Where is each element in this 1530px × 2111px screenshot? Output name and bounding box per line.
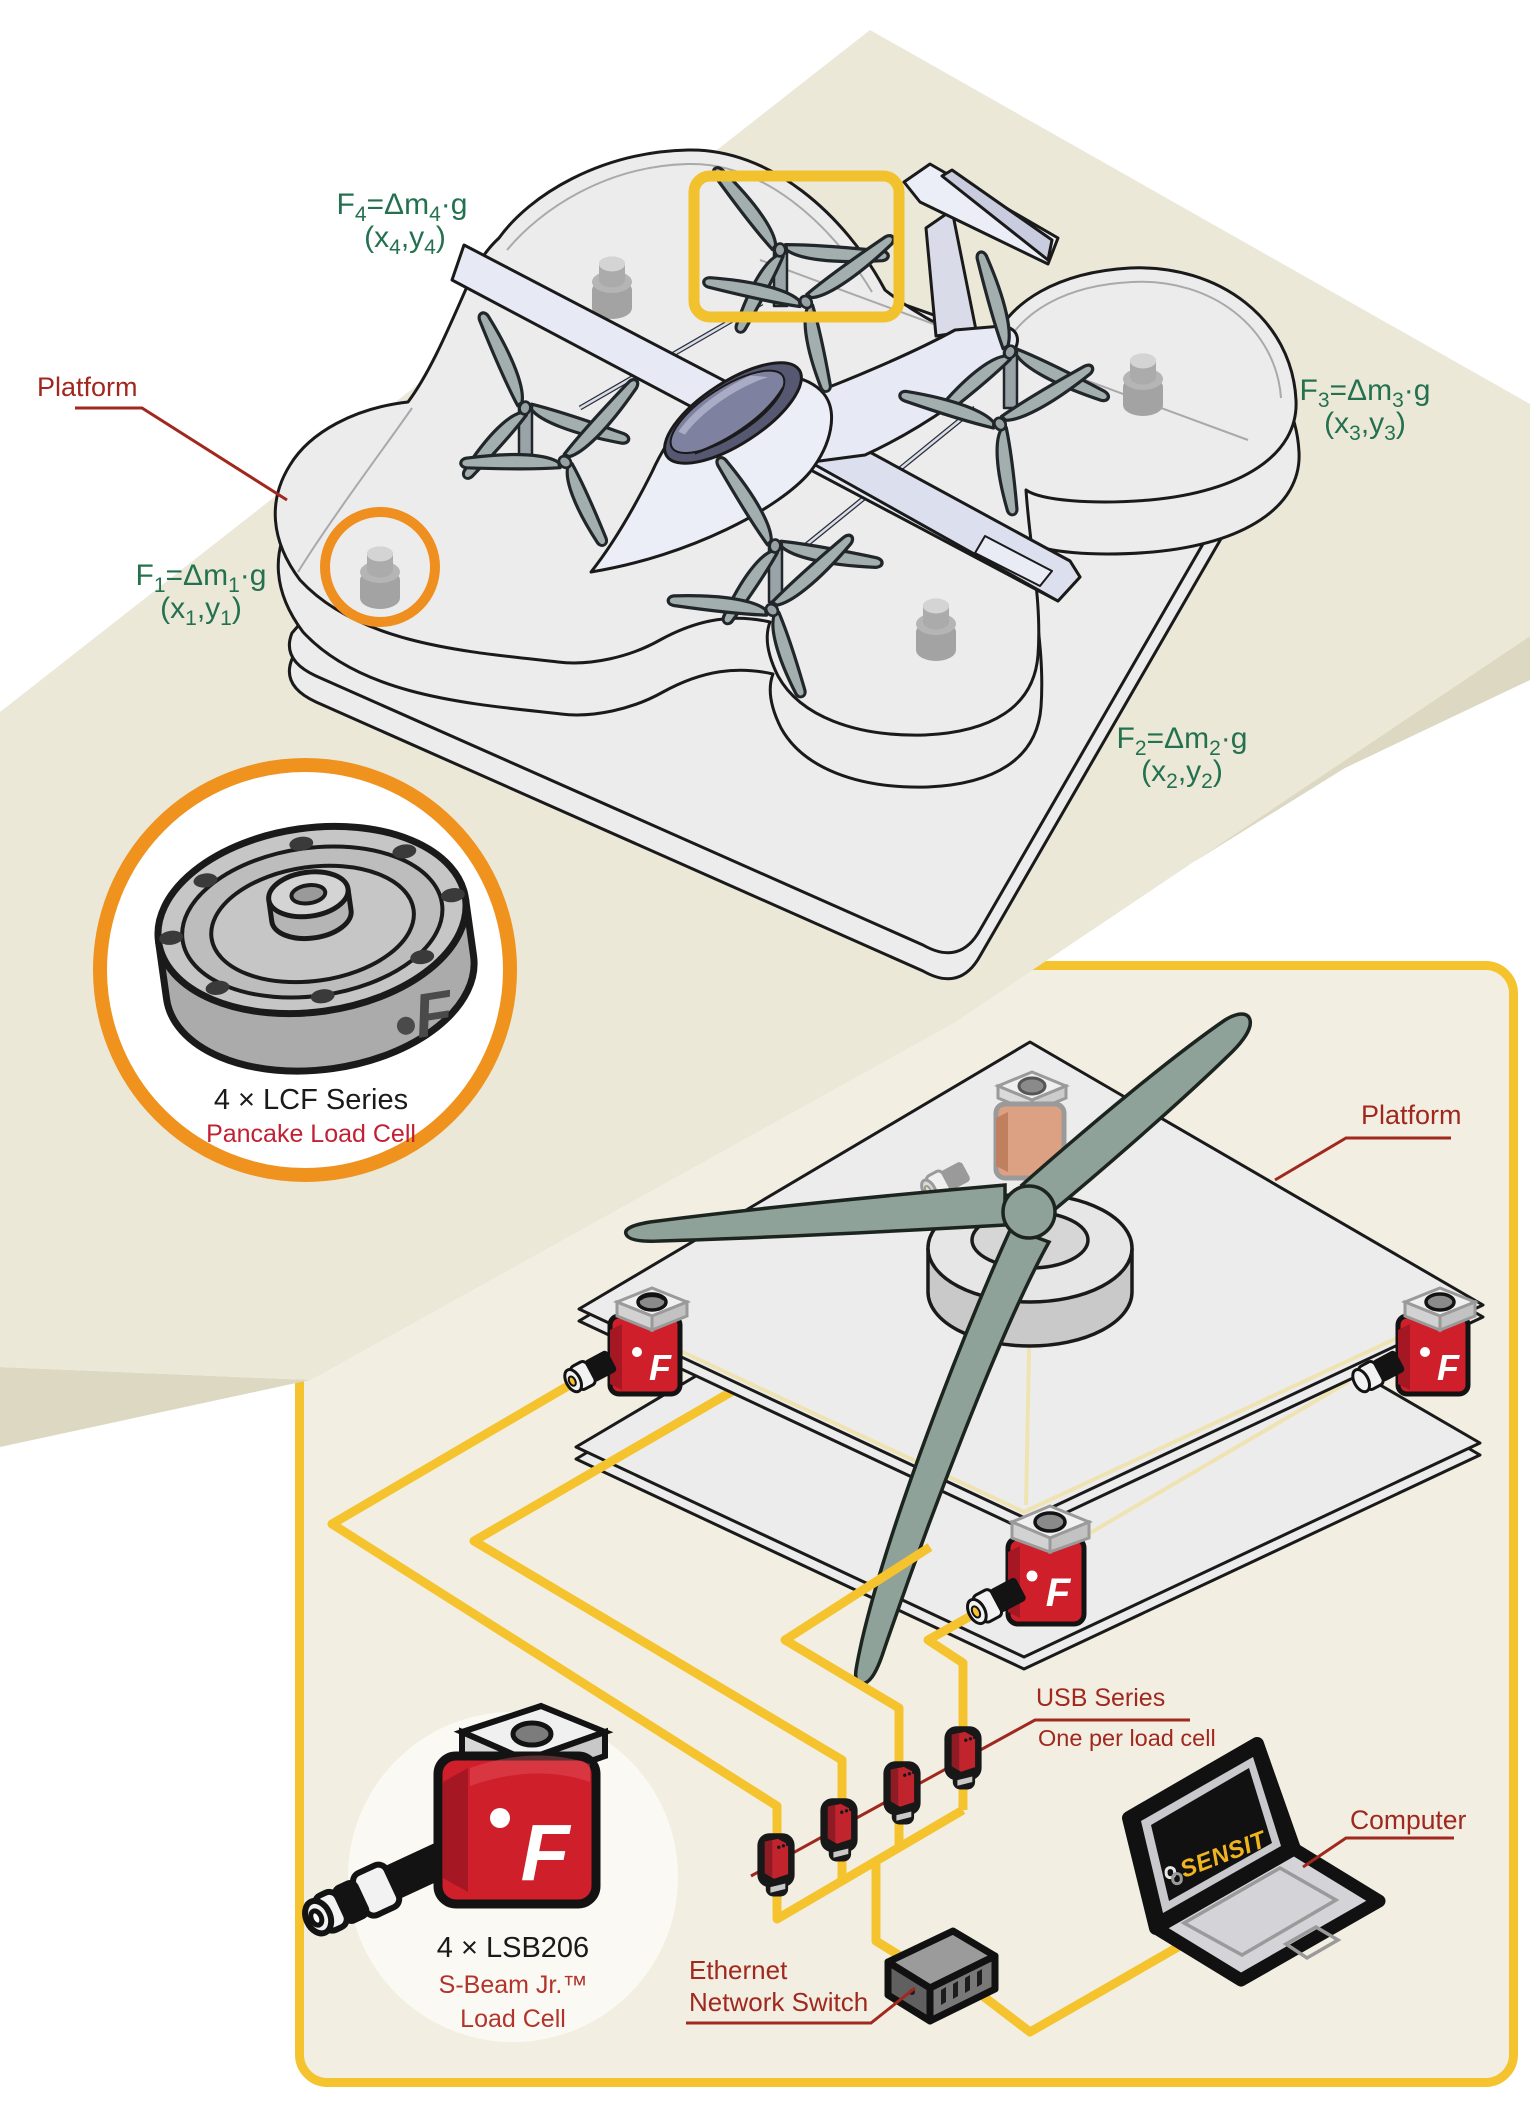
svg-text:4 × LCF Series: 4 × LCF Series xyxy=(214,1084,408,1116)
svg-text:F3=Δm3·g: F3=Δm3·g xyxy=(1300,374,1431,412)
svg-text:Platform: Platform xyxy=(37,372,138,402)
svg-text:(x3,y3): (x3,y3) xyxy=(1324,407,1406,445)
svg-text:F2=Δm2·g: F2=Δm2·g xyxy=(1117,722,1248,760)
svg-text:Pancake Load Cell: Pancake Load Cell xyxy=(206,1120,416,1148)
svg-text:F: F xyxy=(1437,1347,1460,1388)
svg-text:(x1,y1): (x1,y1) xyxy=(160,592,242,630)
svg-text:Load Cell: Load Cell xyxy=(460,2005,566,2033)
svg-text:4 × LSB206: 4 × LSB206 xyxy=(437,1932,589,1964)
svg-text:Platform: Platform xyxy=(1361,1100,1462,1130)
svg-text:Network Switch: Network Switch xyxy=(689,1987,868,2017)
svg-text:USB Series: USB Series xyxy=(1036,1684,1165,1712)
svg-text:One per load cell: One per load cell xyxy=(1038,1725,1216,1751)
svg-text:S-Beam Jr.™: S-Beam Jr.™ xyxy=(439,1971,588,1999)
svg-text:Ethernet: Ethernet xyxy=(689,1955,788,1985)
svg-text:F: F xyxy=(521,1808,572,1897)
svg-text:(x2,y2): (x2,y2) xyxy=(1141,755,1223,793)
svg-text:F4=Δm4·g: F4=Δm4·g xyxy=(337,188,468,226)
svg-text:Computer: Computer xyxy=(1350,1805,1467,1835)
svg-text:F: F xyxy=(1046,1571,1072,1615)
svg-text:F: F xyxy=(649,1347,672,1388)
